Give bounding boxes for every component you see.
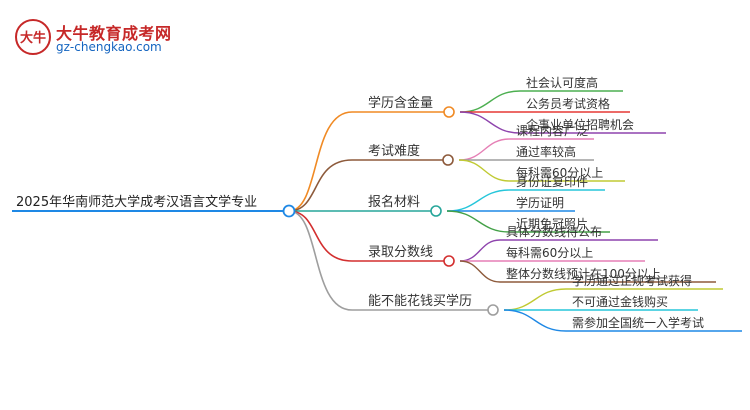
leaf-label[interactable]: 每科需60分以上 [516, 165, 603, 180]
branch-node-icon[interactable] [430, 205, 442, 217]
logo-mark-icon: 大牛 [15, 19, 51, 55]
root-label[interactable]: 2025年华南师范大学成考汉语言文学专业 [16, 194, 257, 210]
branch-label[interactable]: 学历含金量 [368, 95, 433, 111]
leaf-label[interactable]: 整体分数线预计在100分以上 [506, 266, 661, 281]
leaf-label[interactable]: 需参加全国统一入学考试 [572, 315, 704, 330]
leaf-connector [503, 309, 567, 332]
leaf-label[interactable]: 通过率较高 [516, 144, 576, 159]
branch-connector [288, 159, 353, 212]
leaf-label[interactable]: 不可通过金钱购买 [572, 294, 668, 309]
branch-connector [288, 111, 353, 212]
branch-connector [288, 210, 353, 262]
branch-label[interactable]: 能不能花钱买学历 [368, 293, 472, 309]
leaf-label[interactable]: 社会认可度高 [526, 75, 598, 90]
leaf-label[interactable]: 公务员考试资格 [526, 96, 610, 111]
leaf-label[interactable]: 身份证复印件 [516, 174, 588, 189]
root-node-icon[interactable] [282, 204, 296, 218]
leaf-connector [459, 90, 521, 113]
leaf-connector [446, 210, 511, 233]
branch-node-icon[interactable] [443, 255, 455, 267]
leaf-label[interactable]: 具体分数线待公布 [506, 224, 602, 239]
branch-label[interactable]: 报名材料 [368, 194, 420, 210]
leaf-label[interactable]: 课程内容广泛 [516, 123, 588, 138]
site-logo[interactable]: 大牛 大牛教育成考网 gz-chengkao.com [14, 18, 171, 58]
branch-connector [288, 210, 353, 311]
leaf-label[interactable]: 每科需60分以上 [506, 245, 593, 260]
logo-title: 大牛教育成考网 [56, 24, 172, 43]
branch-node-icon[interactable] [442, 154, 454, 166]
logo-url[interactable]: gz-chengkao.com [56, 40, 162, 54]
leaf-label[interactable]: 近期免冠照片 [516, 216, 588, 231]
branch-label[interactable]: 考试难度 [368, 143, 420, 159]
branch-node-icon[interactable] [443, 106, 455, 118]
leaf-label[interactable]: 学历证明 [516, 195, 564, 210]
logo-mark-text: 大牛 [20, 30, 46, 46]
leaf-connector [503, 288, 567, 311]
leaf-connector [458, 159, 511, 182]
leaf-connector [459, 239, 501, 262]
leaf-connector [459, 260, 501, 283]
leaf-connector [458, 138, 511, 161]
leaf-label[interactable]: 企事业单位招聘机会 [526, 117, 634, 132]
branch-node-icon[interactable] [487, 304, 499, 316]
leaf-connector [459, 111, 521, 134]
leaf-label[interactable]: 学历通过正规考试获得 [572, 273, 692, 288]
branch-label[interactable]: 录取分数线 [368, 245, 433, 260]
leaf-connector [446, 189, 511, 212]
